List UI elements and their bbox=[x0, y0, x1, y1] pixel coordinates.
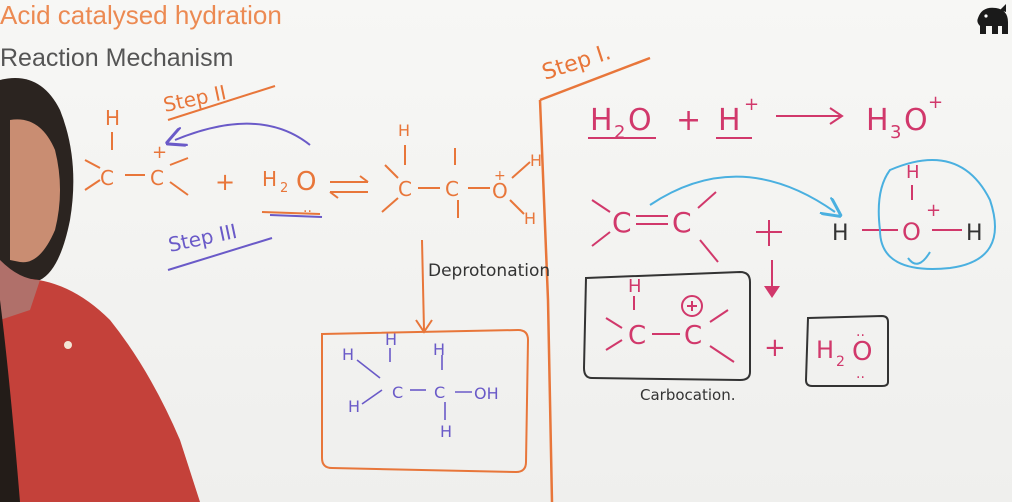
svg-text:+: + bbox=[152, 142, 167, 163]
hydronium-highlight bbox=[877, 159, 996, 270]
step1-label: Step I. bbox=[539, 40, 614, 86]
svg-text:C: C bbox=[100, 166, 114, 190]
svg-text:+: + bbox=[926, 200, 941, 221]
svg-text:+: + bbox=[744, 94, 759, 115]
equilibrium-arrow bbox=[329, 175, 369, 199]
svg-text:..: .. bbox=[303, 200, 312, 216]
video-subtitle: Reaction Mechanism bbox=[0, 44, 234, 72]
svg-text:O: O bbox=[902, 218, 921, 246]
svg-text:H: H bbox=[342, 345, 354, 364]
left-carbocation bbox=[84, 132, 321, 215]
svg-text:C: C bbox=[398, 177, 412, 201]
presenter bbox=[0, 78, 200, 502]
svg-text:H: H bbox=[433, 340, 445, 359]
svg-text:..: .. bbox=[856, 366, 865, 382]
svg-text:OH: OH bbox=[474, 384, 499, 403]
svg-text:H: H bbox=[816, 336, 834, 364]
svg-text:H: H bbox=[398, 121, 410, 140]
svg-text:H: H bbox=[832, 221, 849, 246]
svg-text:O: O bbox=[904, 103, 928, 138]
svg-text:C: C bbox=[672, 206, 692, 239]
svg-text:H: H bbox=[524, 209, 536, 228]
water-box bbox=[804, 314, 889, 387]
video-title: Acid catalysed hydration bbox=[0, 0, 282, 30]
svg-text:H: H bbox=[385, 330, 397, 349]
step1-underline bbox=[539, 56, 651, 102]
svg-text:H: H bbox=[590, 103, 613, 138]
svg-text:H: H bbox=[105, 106, 120, 130]
svg-text:+: + bbox=[764, 333, 786, 363]
svg-text:H: H bbox=[628, 276, 642, 297]
svg-text:C: C bbox=[684, 321, 702, 351]
svg-text:C: C bbox=[612, 206, 632, 239]
divider-line bbox=[538, 99, 554, 502]
svg-text:O: O bbox=[628, 103, 652, 138]
svg-text:H: H bbox=[440, 422, 452, 441]
carbocation-label: Carbocation. bbox=[640, 386, 735, 404]
svg-text:H: H bbox=[262, 167, 277, 191]
svg-text:C: C bbox=[445, 177, 459, 201]
alkene bbox=[591, 191, 782, 263]
svg-text:C: C bbox=[392, 383, 403, 402]
carbocation-box bbox=[582, 270, 751, 382]
svg-text:H: H bbox=[718, 103, 741, 138]
hydronium: H H bbox=[832, 221, 983, 246]
svg-text:O: O bbox=[492, 179, 508, 203]
alcohol-product-box bbox=[321, 328, 530, 474]
svg-text:H: H bbox=[966, 221, 983, 246]
svg-text:+: + bbox=[494, 168, 506, 184]
pi-bond-attack-arrow bbox=[649, 175, 835, 212]
svg-text:H: H bbox=[906, 162, 920, 183]
svg-text:O: O bbox=[852, 337, 872, 367]
svg-text:2: 2 bbox=[614, 122, 625, 143]
deprotonation-label: Deprotonation bbox=[428, 261, 550, 281]
svg-text:..: .. bbox=[856, 324, 865, 340]
svg-text:+: + bbox=[215, 168, 235, 196]
elephant-logo-icon bbox=[977, 4, 1008, 34]
svg-text:O: O bbox=[296, 167, 316, 197]
svg-text:C: C bbox=[434, 383, 445, 402]
svg-text:H: H bbox=[866, 103, 889, 138]
svg-text:H: H bbox=[530, 151, 542, 170]
svg-text:2: 2 bbox=[280, 181, 288, 196]
oxonium-intermediate bbox=[381, 145, 531, 218]
step1-equation: H 2 O + H + H 3 O + bbox=[590, 92, 943, 143]
svg-text:2: 2 bbox=[836, 354, 845, 370]
svg-text:+: + bbox=[928, 92, 943, 113]
svg-text:H: H bbox=[348, 397, 360, 416]
svg-text:C: C bbox=[150, 166, 164, 190]
svg-text:3: 3 bbox=[890, 122, 901, 143]
svg-text:C: C bbox=[628, 321, 646, 351]
svg-text:+: + bbox=[676, 103, 701, 138]
channel-logo bbox=[972, 0, 1012, 40]
step2-arrow bbox=[175, 122, 311, 145]
